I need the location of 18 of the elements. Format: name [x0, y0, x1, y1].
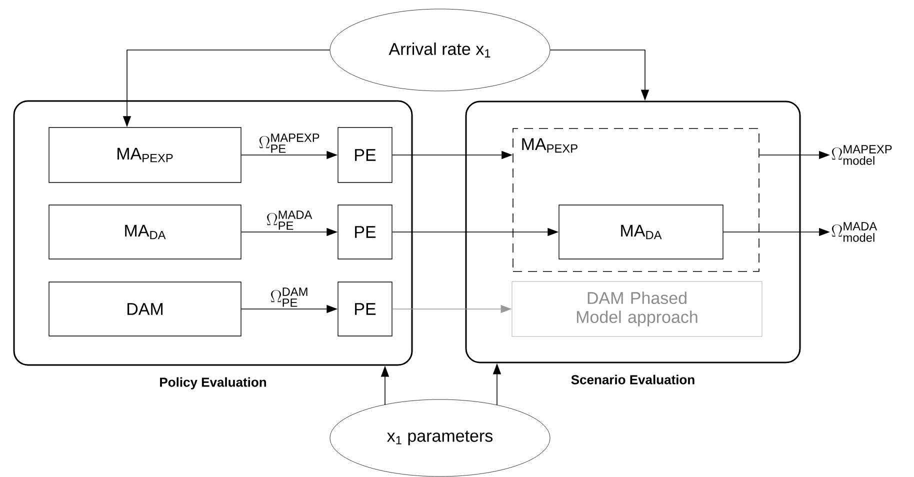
process-box: MA$_{PEXP}$: [48, 127, 242, 183]
process-box: DAM Phased Model approach: [512, 281, 762, 337]
process-box: MA$_{DA}$: [558, 204, 724, 260]
edge-label: $\Omega_{\text{PE}}^{\text{MADA}}$: [266, 210, 312, 230]
process-box: MA$_{DA}$: [48, 204, 242, 260]
edge-label: $\Omega_{\text{PE}}^{\text{MAPEXP}}$: [259, 134, 320, 153]
process-box: PE: [338, 204, 392, 260]
edge-label: $\Omega_{\text{PE}}^{\text{DAM}}$: [270, 288, 308, 307]
output-formula: $\Omega_{\text{model}}^{\text{MAPEXP}}$: [832, 145, 892, 165]
ellipse-node: Arrival rate x$_{1}$: [330, 8, 550, 92]
box-title: MA$_{PEXP}$: [522, 138, 578, 153]
process-box: DAM: [48, 282, 242, 336]
process-box: PE: [338, 282, 392, 336]
ellipse-node: x$_{1}$ parameters: [330, 399, 550, 477]
panel-heading: Policy Evaluation: [160, 377, 266, 390]
output-formula: $\Omega_{\text{model}}^{\text{MADA}}$: [832, 222, 878, 242]
panel-heading: Scenario Evaluation: [571, 374, 694, 384]
process-box: PE: [338, 127, 392, 183]
